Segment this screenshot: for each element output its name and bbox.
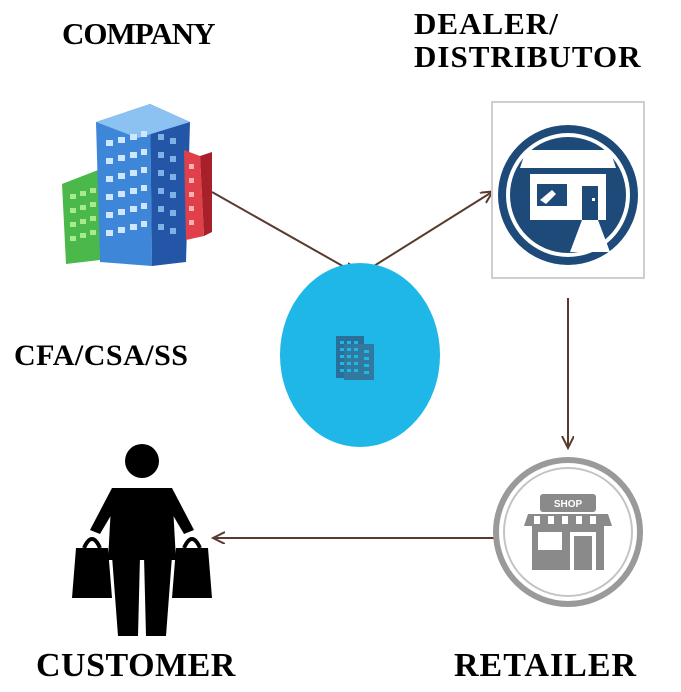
storefront-icon — [491, 101, 645, 279]
company-label: COMPANY — [62, 16, 216, 51]
person-with-bags-icon — [72, 444, 212, 636]
retailer-label: RETAILER — [454, 647, 638, 684]
cfa-node — [280, 263, 440, 447]
shop-sign-text: SHOP — [554, 499, 583, 510]
shop-icon: SHOP — [493, 457, 643, 607]
customer-label: CUSTOMER — [36, 647, 236, 684]
building-icon — [336, 336, 374, 380]
arrow-company-to-cfa — [211, 191, 355, 273]
arrow-cfa-to-dealer — [357, 192, 492, 277]
dealer-label-line2: DISTRIBUTOR — [414, 38, 642, 74]
cfa-csa-ss-label: CFA/CSA/SS — [14, 339, 189, 372]
dealer-distributor-label: DEALER/ DISTRIBUTOR — [414, 6, 642, 74]
flow-arrows — [212, 192, 568, 538]
office-buildings-icon — [62, 104, 212, 266]
dealer-label-line1: DEALER/ — [414, 6, 559, 41]
